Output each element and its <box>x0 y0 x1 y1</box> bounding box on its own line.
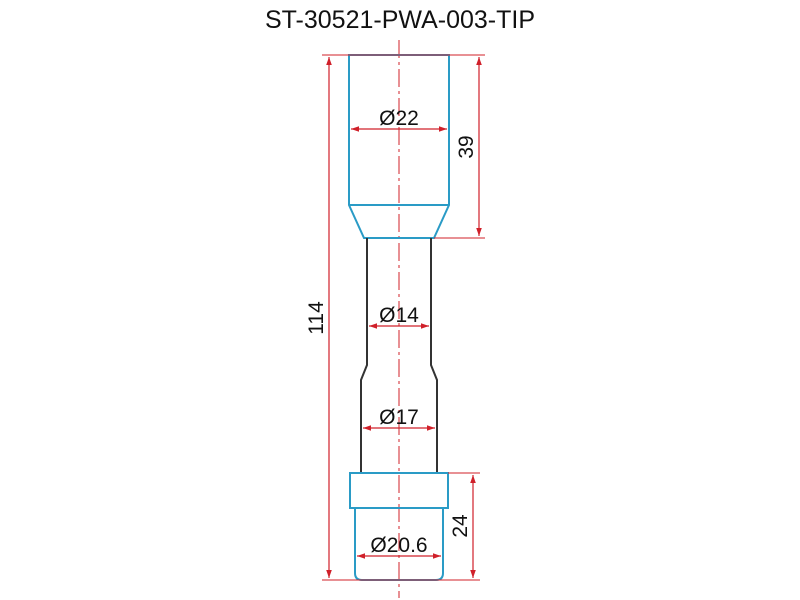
shaft-outline <box>360 238 438 473</box>
top-length-label: 39 <box>455 135 478 158</box>
shaft-diameter-label: Ø14 <box>379 304 419 327</box>
overall-length-label: 114 <box>305 301 328 335</box>
drawing-title: ST-30521-PWA-003-TIP <box>264 6 535 34</box>
lower-shaft-diameter-label: Ø17 <box>379 406 419 429</box>
top-diameter-label: Ø22 <box>379 107 419 130</box>
extension-lines <box>322 54 485 581</box>
bottom-length-label: 24 <box>449 514 472 538</box>
bottom-diameter-label: Ø20.6 <box>370 534 427 557</box>
collar-outline <box>349 472 449 509</box>
